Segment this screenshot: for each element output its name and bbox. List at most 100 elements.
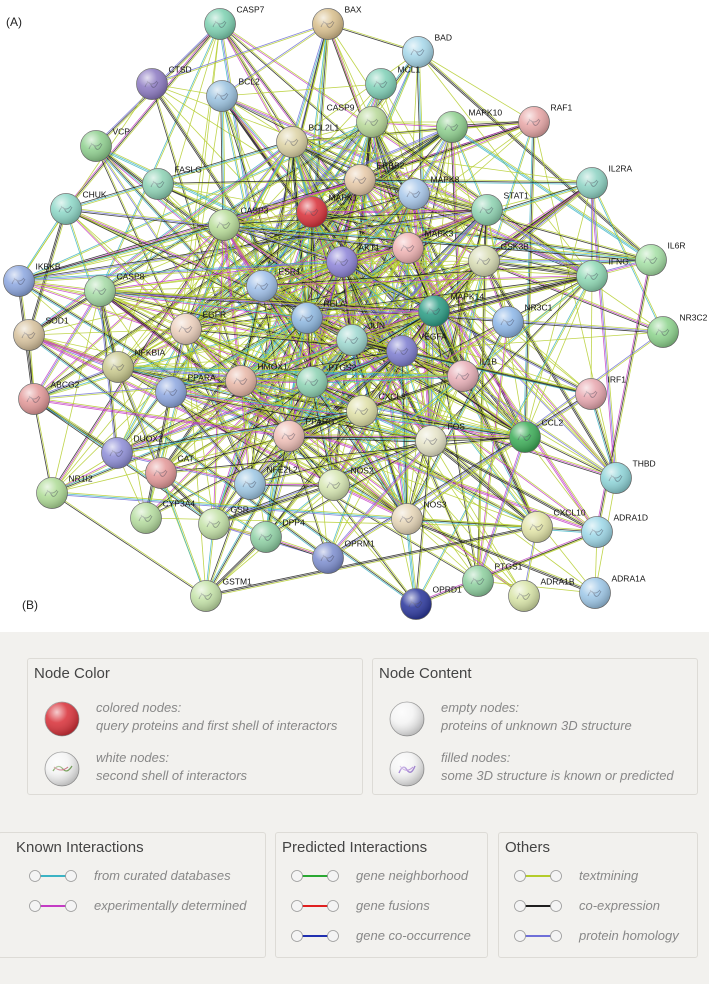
edge-casp9-mapk3 — [372, 121, 410, 248]
node-chuk[interactable]: CHUK — [50, 190, 107, 225]
edge-ifng-ccl2 — [524, 275, 593, 438]
node-stat1[interactable]: STAT1 — [471, 191, 529, 226]
node-label: BCL2L1 — [309, 123, 340, 133]
node-akt1[interactable]: AKT1 — [326, 243, 381, 278]
node-bcl2[interactable]: BCL2 — [206, 77, 261, 112]
node-cat[interactable]: CAT — [145, 454, 194, 489]
edge-duox2-nfe2l2 — [116, 453, 250, 486]
node-label: VEGFA — [419, 332, 448, 342]
node-adra1b[interactable]: ADRA1B — [508, 577, 575, 612]
node-cxcl8[interactable]: CXCL8 — [346, 392, 407, 427]
co-expression-label: co-expression — [579, 898, 660, 913]
node-ifng[interactable]: IFNG — [576, 257, 629, 292]
node-vegfa[interactable]: VEGFA — [386, 332, 448, 367]
node-nr3c1[interactable]: NR3C1 — [492, 303, 553, 338]
node-irf1[interactable]: IRF1 — [575, 375, 627, 410]
node-jun[interactable]: JUN — [336, 321, 386, 356]
edge-bcl2-casp3 — [220, 96, 224, 226]
node-gsr[interactable]: GSR — [198, 505, 249, 540]
edge-hmox1-abcg2 — [33, 379, 241, 399]
node-cxcl10[interactable]: CXCL10 — [521, 508, 586, 543]
node-casp7[interactable]: CASP7 — [204, 5, 265, 40]
node-casp9[interactable]: CASP9 — [327, 103, 388, 138]
legend-others: Others textmining co-expression protein … — [498, 832, 698, 958]
node-shine — [296, 196, 328, 228]
edge-il2ra-nr3c2 — [592, 182, 664, 332]
node-pparg[interactable]: PPARG — [273, 417, 335, 452]
node-label: GSTM1 — [223, 577, 253, 587]
node-nr1i2[interactable]: NR1I2 — [36, 474, 93, 509]
edge-vegfa-adra1a — [401, 350, 596, 594]
co-expression-swatch — [514, 900, 562, 912]
node-nfkbia[interactable]: NFKBIA — [102, 348, 166, 383]
node-dpp4[interactable]: DPP4 — [250, 518, 305, 553]
edge-fos-adra1d — [430, 441, 597, 534]
node-shine — [400, 588, 432, 620]
node-adra1d[interactable]: ADRA1D — [581, 513, 648, 548]
edge-rela-egfr — [185, 317, 308, 330]
node-hmox1[interactable]: HMOX1 — [225, 362, 289, 397]
edge-jun-nr1i2 — [52, 340, 353, 494]
node-sod1[interactable]: SOD1 — [13, 316, 69, 351]
edge-abcg2-duox2 — [34, 397, 118, 453]
edge-erbb2-thbd — [360, 179, 617, 478]
edge-akt1-nfkbia — [117, 261, 343, 368]
node-egfr[interactable]: EGFR — [170, 310, 227, 345]
node-mapk14[interactable]: MAPK14 — [418, 292, 485, 327]
node-duox2[interactable]: DUOX2 — [101, 434, 164, 469]
node-mapk3[interactable]: MAPK3 — [392, 229, 454, 264]
node-oprd1[interactable]: OPRD1 — [400, 585, 463, 620]
node-il1b[interactable]: IL1B — [447, 357, 498, 392]
node-rela[interactable]: RELA — [291, 299, 347, 334]
edge-akt1-ikbkb — [19, 262, 343, 283]
node-mapk8[interactable]: MAPK8 — [398, 175, 460, 210]
node-gstm1[interactable]: GSTM1 — [190, 577, 253, 612]
edge-stat1-ifng — [487, 208, 593, 276]
edge-akt1-ikbkb — [18, 261, 343, 282]
node-raf1[interactable]: RAF1 — [518, 103, 573, 138]
node-ctsd[interactable]: CTSD — [136, 65, 192, 100]
node-erbb2[interactable]: ERBB2 — [344, 161, 405, 196]
edge-bax-bcl2 — [221, 23, 328, 96]
node-ppara[interactable]: PPARA — [155, 373, 217, 408]
node-mapk10[interactable]: MAPK10 — [436, 108, 503, 143]
node-adra1a[interactable]: ADRA1A — [579, 574, 646, 609]
edge-casp8-rela — [99, 291, 307, 320]
node-fos[interactable]: FOS — [415, 422, 466, 457]
node-shine — [190, 580, 222, 612]
node-shine — [296, 366, 328, 398]
node-oprm1[interactable]: OPRM1 — [312, 539, 376, 574]
node-esr1[interactable]: ESR1 — [246, 267, 301, 302]
node-ptgs1[interactable]: PTGS1 — [462, 562, 523, 597]
node-mapk1[interactable]: MAPK1 — [296, 193, 358, 228]
node-nfe2l2[interactable]: NFE2L2 — [234, 465, 298, 500]
node-il6r[interactable]: IL6R — [635, 241, 686, 276]
node-gsk3b[interactable]: GSK3B — [468, 242, 530, 277]
node-thbd[interactable]: THBD — [600, 459, 656, 494]
node-label: CASP7 — [237, 5, 265, 15]
node-mcl1[interactable]: MCL1 — [365, 65, 421, 100]
node-il2ra[interactable]: IL2RA — [576, 164, 633, 199]
edge-ccl2-ptgs1 — [477, 436, 526, 582]
node-ikbkb[interactable]: IKBKB — [3, 262, 61, 297]
node-faslg[interactable]: FASLG — [142, 165, 202, 200]
edge-cxcl10-gstm1 — [206, 527, 538, 598]
node-nos3[interactable]: NOS3 — [391, 500, 447, 535]
node-cyp3a4[interactable]: CYP3A4 — [130, 499, 196, 534]
node-bax[interactable]: BAX — [312, 5, 362, 40]
node-abcg2[interactable]: ABCG2 — [18, 380, 80, 415]
node-nr3c2[interactable]: NR3C2 — [647, 313, 708, 348]
node-label: THBD — [633, 459, 656, 469]
node-casp3[interactable]: CASP3 — [208, 206, 269, 241]
node-ptgs2[interactable]: PTGS2 — [296, 363, 357, 398]
node-vcp[interactable]: VCP — [80, 127, 131, 162]
edge-vcp-ptgs2 — [94, 146, 312, 384]
node-bad[interactable]: BAD — [402, 33, 452, 68]
node-bcl2l1[interactable]: BCL2L1 — [276, 123, 340, 158]
node-ccl2[interactable]: CCL2 — [509, 418, 564, 453]
node-nos2[interactable]: NOS2 — [318, 466, 374, 501]
edge-fos-oprm1 — [326, 439, 431, 558]
node-label: BAX — [345, 5, 362, 15]
node-casp8[interactable]: CASP8 — [84, 272, 145, 307]
